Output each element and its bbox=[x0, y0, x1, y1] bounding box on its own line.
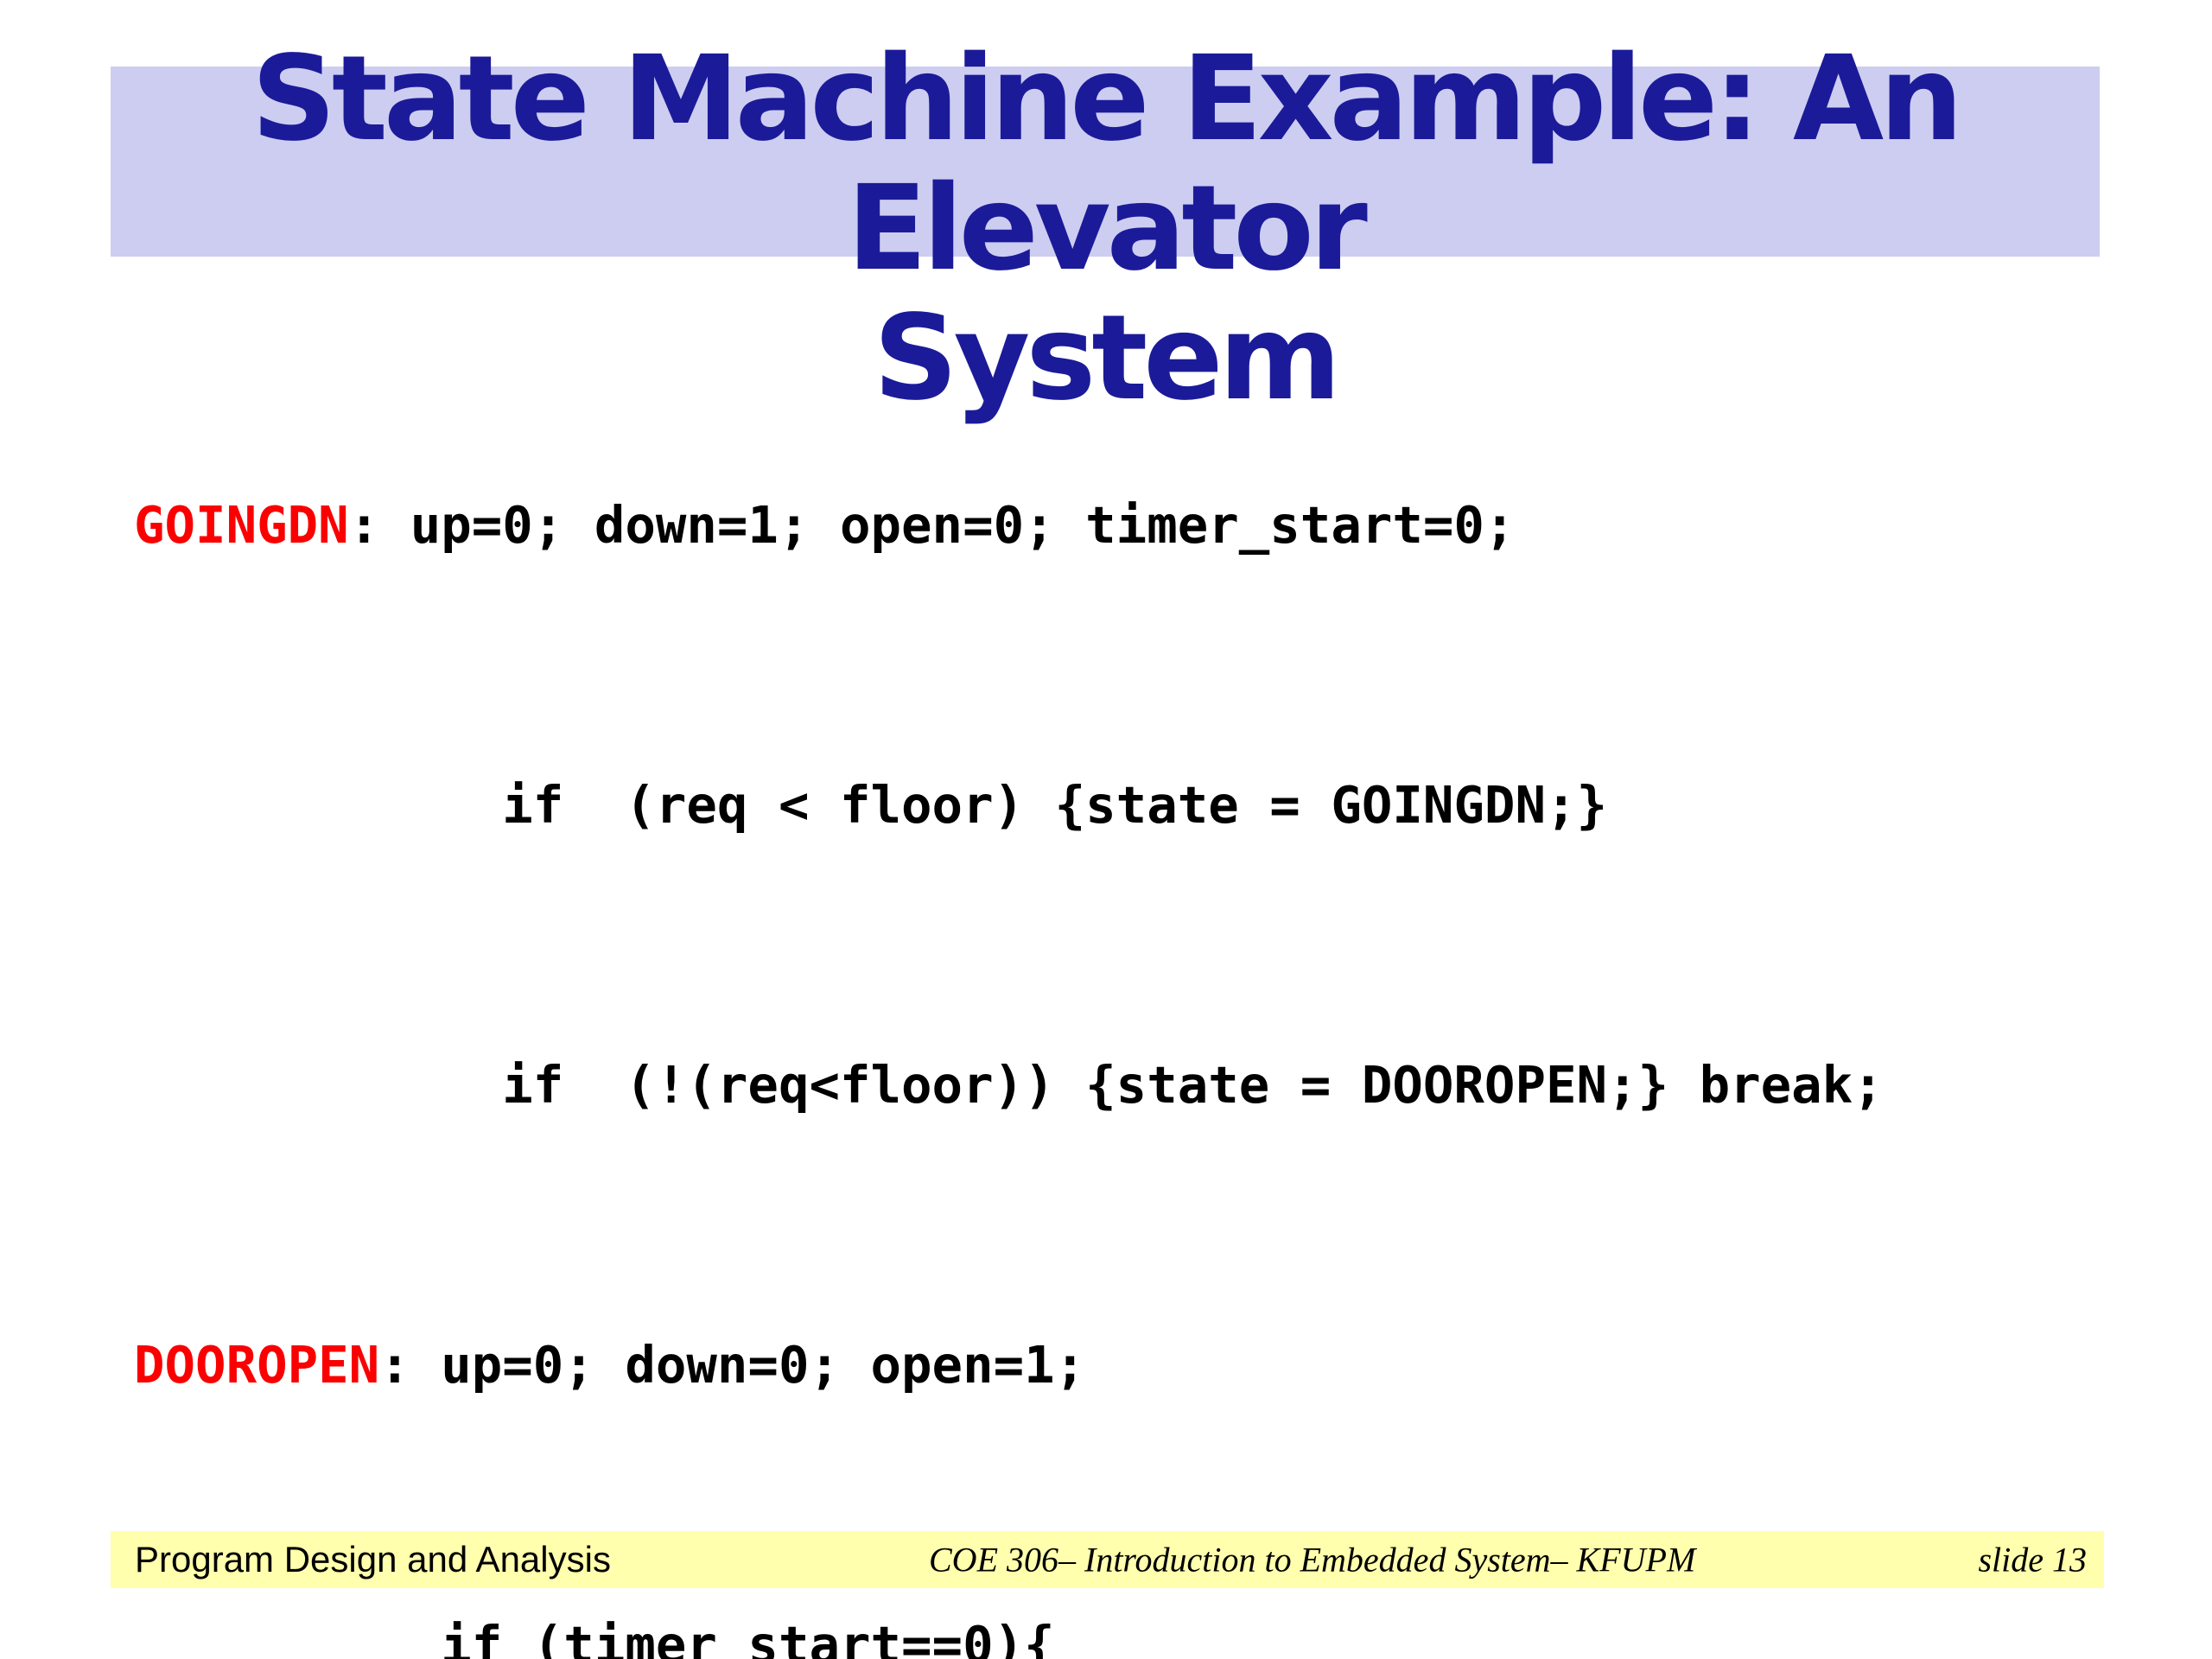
footer-course-name: Program Design and Analysis bbox=[135, 1539, 611, 1580]
footer-course-title: COE 306– Introduction to Embedded System… bbox=[929, 1540, 1696, 1580]
state-label: DOOROPEN bbox=[134, 1335, 380, 1395]
code-block: GOINGDN: up=0; down=1; open=0; timer_sta… bbox=[134, 292, 2006, 1659]
code-text: if (!(req<floor)) {state = DOOROPEN;} br… bbox=[134, 1055, 1884, 1115]
code-line: if (req < floor) {state = GOINGDN;} bbox=[134, 759, 2006, 852]
slide-title: State Machine Example: An Elevator Syste… bbox=[111, 35, 2100, 423]
code-text: if (timer_start==0){ bbox=[134, 1615, 1055, 1659]
title-background-band bbox=[111, 67, 2100, 257]
state-label: GOINGDN bbox=[134, 495, 349, 555]
slide-title-line2: System bbox=[873, 290, 1342, 427]
code-text: : up=0; down=0; open=1; bbox=[379, 1335, 1086, 1395]
code-line: if (timer_start==0){ bbox=[134, 1599, 2006, 1659]
code-line: DOOROPEN: up=0; down=0; open=1; bbox=[134, 1319, 2006, 1412]
code-text: if (req < floor) {state = GOINGDN;} bbox=[134, 775, 1608, 835]
footer-slide-number: slide 13 bbox=[1978, 1540, 2087, 1580]
code-line: if (!(req<floor)) {state = DOOROPEN;} br… bbox=[134, 1039, 2006, 1132]
footer-bar: Program Design and Analysis COE 306– Int… bbox=[111, 1531, 2104, 1588]
code-line: GOINGDN: up=0; down=1; open=0; timer_sta… bbox=[134, 479, 2006, 572]
slide-title-line1: State Machine Example: An Elevator bbox=[251, 31, 1963, 297]
code-text: : up=0; down=1; open=0; timer_start=0; bbox=[348, 495, 1516, 555]
